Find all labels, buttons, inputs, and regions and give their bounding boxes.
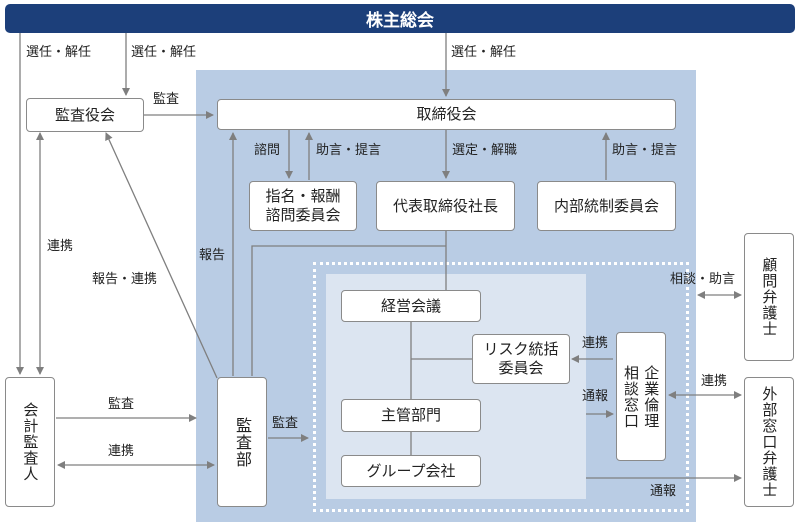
label-report-bottom: 通報 [650, 484, 677, 499]
president-box: 代表取締役社長 [376, 181, 515, 231]
label-coop-risk: 連携 [582, 336, 609, 351]
edge-auditdept-auditors [105, 132, 218, 379]
label-report-ethics: 通報 [582, 389, 609, 404]
auditors-board-label: 監査役会 [54, 105, 115, 124]
edge-auditdept-president [251, 245, 446, 376]
label-select-dismiss: 選定・解職 [452, 143, 518, 158]
label-coop-right: 連携 [701, 374, 728, 389]
group-companies-box: グループ会社 [341, 455, 481, 487]
internal-control-committee-label: 内部統制委員会 [553, 196, 659, 215]
audit-dept-box: 監査部 [217, 377, 267, 507]
management-meeting-label: 経営会議 [380, 296, 441, 315]
nomination-committee-label: 指名・報酬 諮問委員会 [265, 187, 341, 224]
auditors-board-box: 監査役会 [26, 98, 144, 132]
management-meeting-box: 経営会議 [341, 290, 481, 322]
responsible-dept-box: 主管部門 [341, 399, 481, 432]
shareholders-meeting-banner: 株主総会 [5, 4, 795, 33]
group-companies-label: グループ会社 [366, 461, 456, 480]
audit-dept-label: 監査部 [233, 416, 252, 468]
ethics-hotline-label: 企業倫理 相談窓口 [622, 364, 661, 429]
label-report: 報告 [199, 248, 226, 263]
internal-control-committee-box: 内部統制委員会 [537, 181, 676, 231]
risk-committee-box: リスク統括 委員会 [472, 334, 570, 384]
label-elect-auditors: 選任・解任 [131, 45, 197, 60]
label-consult: 諮問 [254, 143, 281, 158]
risk-committee-label: リスク統括 委員会 [483, 340, 559, 377]
execution-region-dotted [313, 262, 689, 512]
label-consult-advice: 相談・助言 [670, 272, 736, 287]
label-audit-exec: 監査 [272, 416, 299, 431]
label-report-coop: 報告・連携 [92, 272, 158, 287]
label-audit-board: 監査 [153, 92, 180, 107]
label-advise-nomination: 助言・提言 [316, 143, 382, 158]
nomination-committee-box: 指名・報酬 諮問委員会 [249, 181, 357, 231]
external-lawyer-box: 外部窓口弁護士 [744, 377, 794, 507]
accounting-auditor-label: 会計監査人 [21, 402, 40, 482]
label-coop-bottom: 連携 [108, 444, 135, 459]
label-coop-left: 連携 [47, 239, 74, 254]
responsible-dept-label: 主管部門 [380, 406, 441, 425]
label-elect-accounting: 選任・解任 [26, 45, 92, 60]
label-advise-internal: 助言・提言 [612, 143, 678, 158]
president-label: 代表取締役社長 [392, 196, 498, 215]
ethics-hotline-box: 企業倫理 相談窓口 [616, 332, 666, 461]
advisor-lawyer-label: 顧問弁護士 [760, 257, 779, 337]
advisor-lawyer-box: 顧問弁護士 [744, 233, 794, 361]
shareholders-meeting-label: 株主総会 [366, 11, 434, 31]
label-elect-board: 選任・解任 [451, 45, 517, 60]
label-audit-accounting: 監査 [108, 397, 135, 412]
board-label: 取締役会 [416, 105, 477, 124]
board-box: 取締役会 [217, 99, 676, 130]
accounting-auditor-box: 会計監査人 [5, 377, 55, 507]
external-lawyer-label: 外部窓口弁護士 [760, 386, 779, 498]
